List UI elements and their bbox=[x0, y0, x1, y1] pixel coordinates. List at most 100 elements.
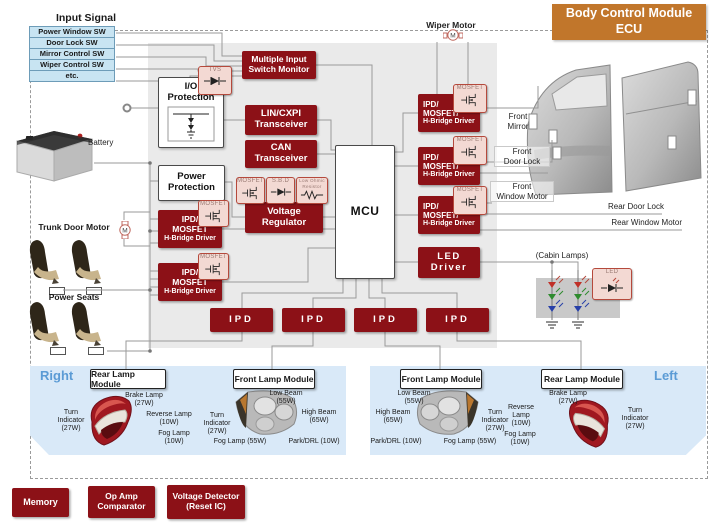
voltage-detector-block: Voltage Detector (Reset IC) bbox=[167, 485, 245, 519]
mosfet-callout-label: MOSFET bbox=[200, 201, 227, 207]
lamp-label-fog: Fog Lamp (55W) bbox=[443, 438, 497, 445]
svg-text:M: M bbox=[122, 228, 127, 235]
tvs-callout: TVS bbox=[198, 66, 232, 95]
voltage-regulator-block: Voltage Regulator bbox=[245, 202, 323, 233]
low-ohmic-resistor-callout-label: Low Ohmic Resistor bbox=[299, 178, 325, 189]
lin-cxpi-transceiver-block: LIN/CXPI Transceiver bbox=[245, 105, 317, 135]
seat-connector bbox=[50, 347, 66, 355]
front-lamp-image bbox=[235, 390, 298, 435]
rear-lamp-module-box: Rear Lamp Module bbox=[90, 369, 166, 389]
front-door-lock-label: Front Door Lock bbox=[494, 146, 550, 168]
sbd-diode-icon bbox=[270, 188, 291, 196]
input-signal-item: Wiper Control SW bbox=[29, 60, 115, 71]
front-lamp-module-box: Front Lamp Module bbox=[400, 369, 482, 389]
mosfet-callout: MOSFET bbox=[453, 186, 487, 215]
lamp-label-brake: Brake Lamp (27W) bbox=[549, 390, 587, 406]
svg-text:M: M bbox=[450, 33, 455, 40]
lamp-label-turn: Turn Indicator (27W) bbox=[203, 412, 231, 436]
lamp-label-low: Low Beam (55W) bbox=[397, 390, 431, 406]
ipd-block: IPD bbox=[282, 308, 345, 332]
tvs-diode-icon bbox=[204, 76, 226, 85]
multiple-input-switch-monitor-block: Multiple Input Switch Monitor bbox=[242, 51, 316, 79]
ipd-block: IPD bbox=[426, 308, 489, 332]
rear-lamp-image bbox=[90, 395, 132, 446]
power-seat-image bbox=[71, 240, 101, 284]
power-seat-image bbox=[29, 240, 59, 284]
sbd-callout: S.B.D bbox=[266, 177, 295, 204]
mosfet-callout-label: MOSFET bbox=[200, 254, 227, 260]
mosfet-symbol-icon bbox=[204, 209, 220, 222]
rear-lamp-module-box: Rear Lamp Module bbox=[541, 369, 623, 389]
rear-lamp-image bbox=[569, 399, 609, 448]
driver-label: IPD/ MOSFET/ bbox=[423, 99, 459, 118]
wiper-motor-label: Wiper Motor bbox=[426, 20, 476, 30]
mosfet-symbol-icon bbox=[461, 145, 476, 158]
lamp-label-park: Park/DRL (10W) bbox=[370, 438, 422, 445]
mosfet-symbol-icon bbox=[204, 262, 220, 275]
power-protection-block: Power Protection bbox=[158, 165, 225, 201]
driver-sublabel: H-Bridge Driver bbox=[423, 118, 475, 126]
led-callout-label: LED bbox=[605, 269, 619, 275]
can-transceiver-block: CAN Transceiver bbox=[245, 140, 317, 168]
lamp-label-park: Park/DRL (10W) bbox=[288, 438, 340, 445]
op-amp-comparator-block: Op Amp Comparator bbox=[88, 486, 155, 518]
led-driver-block: LED Driver bbox=[418, 247, 480, 278]
power-seat-image bbox=[71, 302, 101, 346]
battery-label: Battery bbox=[88, 138, 114, 147]
seat-connector bbox=[86, 287, 102, 295]
tvs-circuit-icon bbox=[167, 106, 215, 142]
lamp-label-reverse: Reverse Lamp (10W) bbox=[507, 404, 535, 428]
driver-sublabel: H-Bridge Driver bbox=[423, 220, 475, 228]
input-signal-item: Power Window SW bbox=[29, 26, 115, 38]
ipd-block: IPD bbox=[210, 308, 273, 332]
left-panel-side-label: Left bbox=[654, 368, 678, 383]
input-signal-item: Mirror Control SW bbox=[29, 49, 115, 60]
front-mirror-label: Front Mirror bbox=[507, 112, 529, 131]
input-signal-list: Power Window SW Door Lock SW Mirror Cont… bbox=[29, 26, 115, 82]
front-lamp-module-box: Front Lamp Module bbox=[233, 369, 315, 389]
right-panel-side-label: Right bbox=[40, 368, 74, 383]
lamp-label-high: High Beam (65W) bbox=[375, 409, 411, 425]
ipd-block: IPD bbox=[354, 308, 417, 332]
mosfet-callout-label: MOSFET bbox=[456, 137, 484, 143]
input-signal-item: etc. bbox=[29, 71, 115, 82]
cabin-lamps-label: (Cabin Lamps) bbox=[535, 251, 589, 260]
mosfet-callout: MOSFET bbox=[453, 84, 487, 113]
power-seats-label: Power Seats bbox=[48, 292, 100, 302]
tvs-callout-label: TVS bbox=[208, 67, 222, 73]
wiper-motor-icon: M bbox=[443, 29, 463, 41]
mosfet-callout: MOSFET bbox=[198, 200, 229, 227]
page-title: Body Control Module ECU bbox=[552, 4, 706, 40]
lamp-label-reverse: Reverse Lamp (10W) bbox=[146, 411, 192, 427]
low-ohmic-resistor-callout: Low Ohmic Resistor bbox=[296, 177, 328, 204]
front-lamp-image bbox=[416, 390, 479, 435]
power-seat-image bbox=[29, 302, 59, 346]
lamp-label-turn: Turn Indicator (27W) bbox=[621, 407, 649, 431]
mosfet-callout-label: MOSFET bbox=[237, 178, 264, 184]
lamp-label-turn: Turn Indicator (27W) bbox=[481, 409, 509, 433]
driver-label: IPD/ MOSFET bbox=[172, 267, 208, 287]
lamp-label-fog: Fog Lamp (10W) bbox=[158, 430, 190, 446]
lamp-label-brake: Brake Lamp (27W) bbox=[125, 392, 163, 408]
front-window-motor-label: Front Window Motor bbox=[490, 181, 554, 203]
led-symbol-icon bbox=[601, 277, 623, 292]
mosfet-symbol-icon bbox=[461, 93, 476, 106]
mosfet-callout: MOSFET bbox=[198, 253, 229, 280]
lamp-label-turn: Turn Indicator (27W) bbox=[57, 409, 85, 433]
seat-connector bbox=[88, 347, 104, 355]
io-protection-block: I/O Protection bbox=[158, 77, 224, 148]
lamp-label-high: High Beam (65W) bbox=[301, 409, 337, 425]
led-callout: LED bbox=[592, 268, 632, 300]
lamp-label-fog: Fog Lamp (55W) bbox=[213, 438, 267, 445]
io-protection-label: I/O Protection bbox=[167, 81, 215, 103]
trunk-door-motor-label: Trunk Door Motor bbox=[38, 222, 110, 232]
lamp-label-low: Low Beam (55W) bbox=[269, 390, 303, 406]
lamp-label-fog: Fog Lamp (10W) bbox=[504, 431, 536, 447]
mosfet-symbol-icon bbox=[461, 195, 476, 208]
battery-image bbox=[16, 131, 93, 182]
sbd-callout-label: S.B.D bbox=[271, 178, 290, 184]
mosfet-symbol-icon bbox=[241, 186, 257, 199]
input-signal-item: Door Lock SW bbox=[29, 38, 115, 49]
driver-sublabel: H-Bridge Driver bbox=[423, 171, 475, 179]
